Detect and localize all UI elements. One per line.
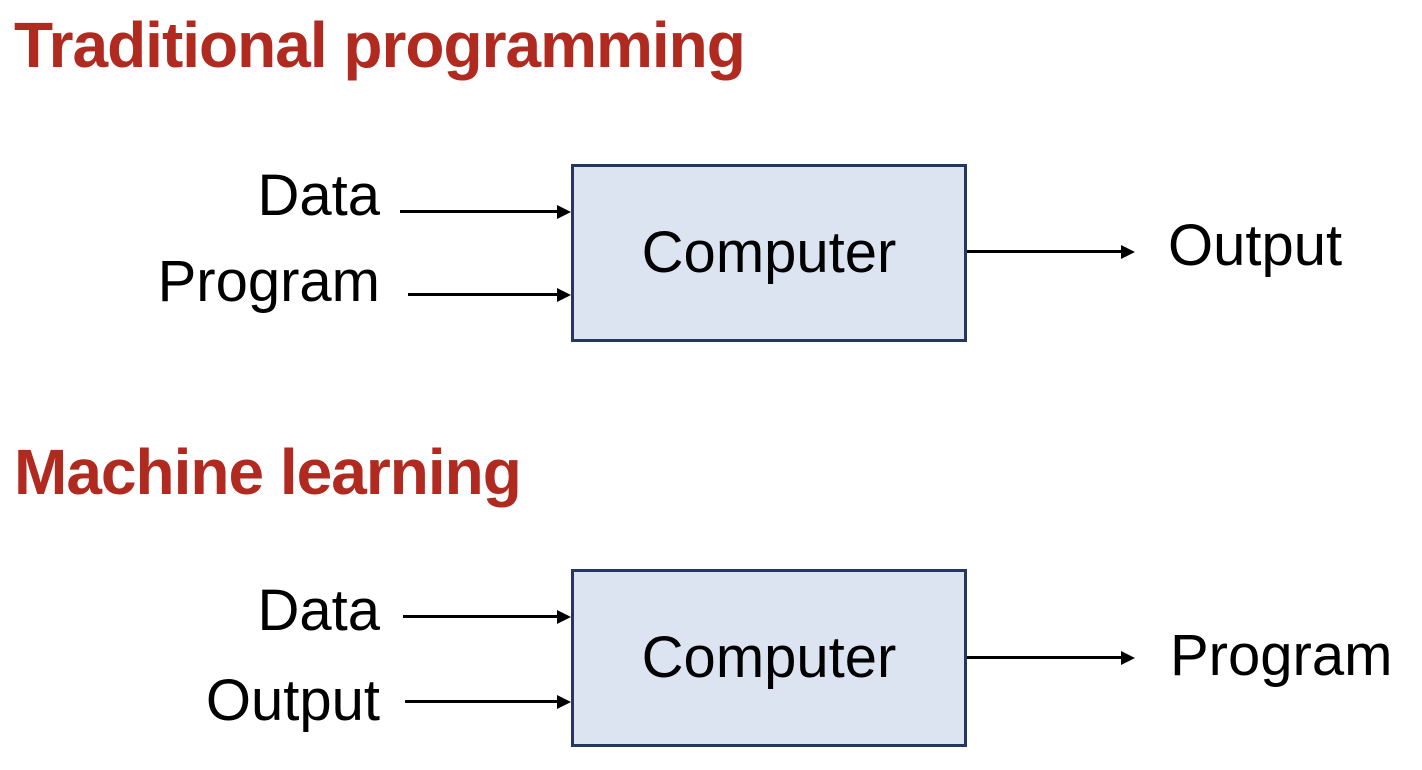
output-label-program: Program xyxy=(1170,623,1393,688)
input-label-program: Program xyxy=(157,249,380,314)
input-label-data: Data xyxy=(257,163,380,228)
output-label-output: Output xyxy=(1168,213,1343,278)
input-label-output: Output xyxy=(205,668,380,733)
computer-box: Computer xyxy=(571,569,967,747)
section-title-machine-learning: Machine learning xyxy=(14,436,522,508)
input-arrow-line xyxy=(400,210,557,213)
output-arrow-head-icon xyxy=(1121,651,1135,665)
input-arrow-line xyxy=(405,700,558,703)
input-arrow-head-icon xyxy=(557,205,571,219)
input-label-data: Data xyxy=(257,578,380,643)
input-arrow-head-icon xyxy=(557,288,571,302)
output-arrow-line xyxy=(967,656,1121,659)
output-arrow-head-icon xyxy=(1121,245,1135,259)
computer-box-label: Computer xyxy=(641,625,897,690)
computer-box-label: Computer xyxy=(641,220,897,285)
computer-box: Computer xyxy=(571,164,967,342)
input-arrow-line xyxy=(408,293,557,296)
output-arrow-line xyxy=(967,250,1121,253)
input-arrow-line xyxy=(403,615,558,618)
section-title-traditional-programming: Traditional programming xyxy=(14,9,746,81)
input-arrow-head-icon xyxy=(557,610,571,624)
input-arrow-head-icon xyxy=(557,695,571,709)
